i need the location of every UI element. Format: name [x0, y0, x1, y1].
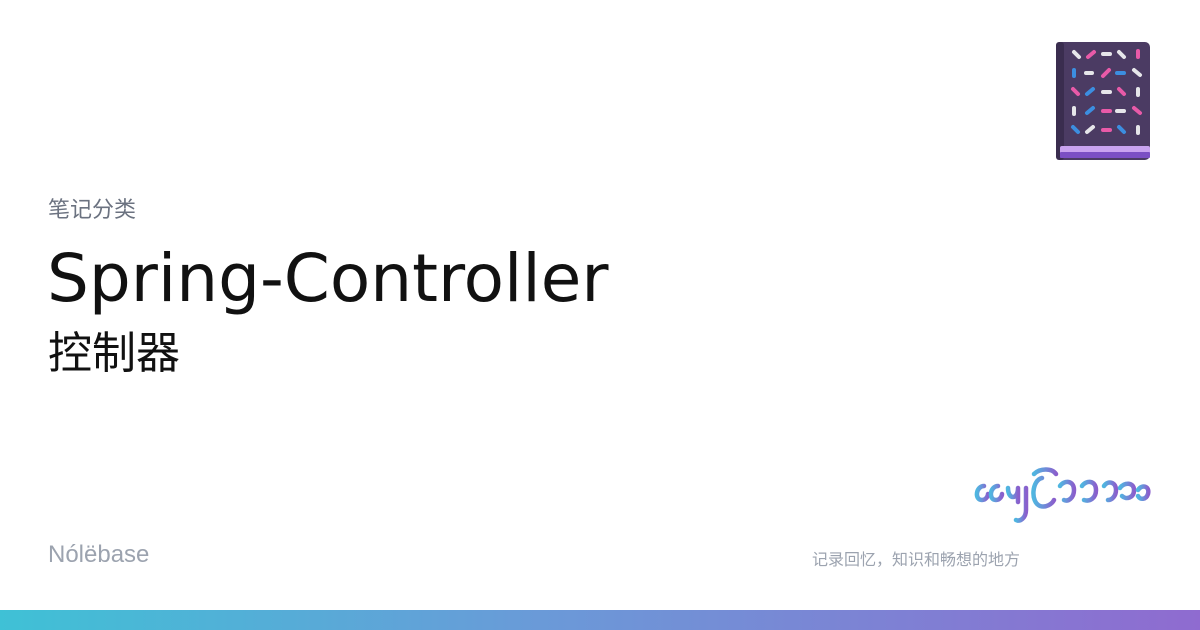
page-title: Spring-Controller	[47, 240, 609, 317]
tengwar-logo	[974, 463, 1151, 523]
site-tagline: 记录回忆，知识和畅想的地方	[812, 550, 1021, 569]
page-subtitle: 控制器	[48, 328, 180, 379]
gradient-bar	[0, 610, 1200, 630]
site-name: Nólëbase	[48, 541, 150, 568]
category-label: 笔记分类	[48, 198, 137, 223]
notebook-icon	[1056, 42, 1150, 160]
